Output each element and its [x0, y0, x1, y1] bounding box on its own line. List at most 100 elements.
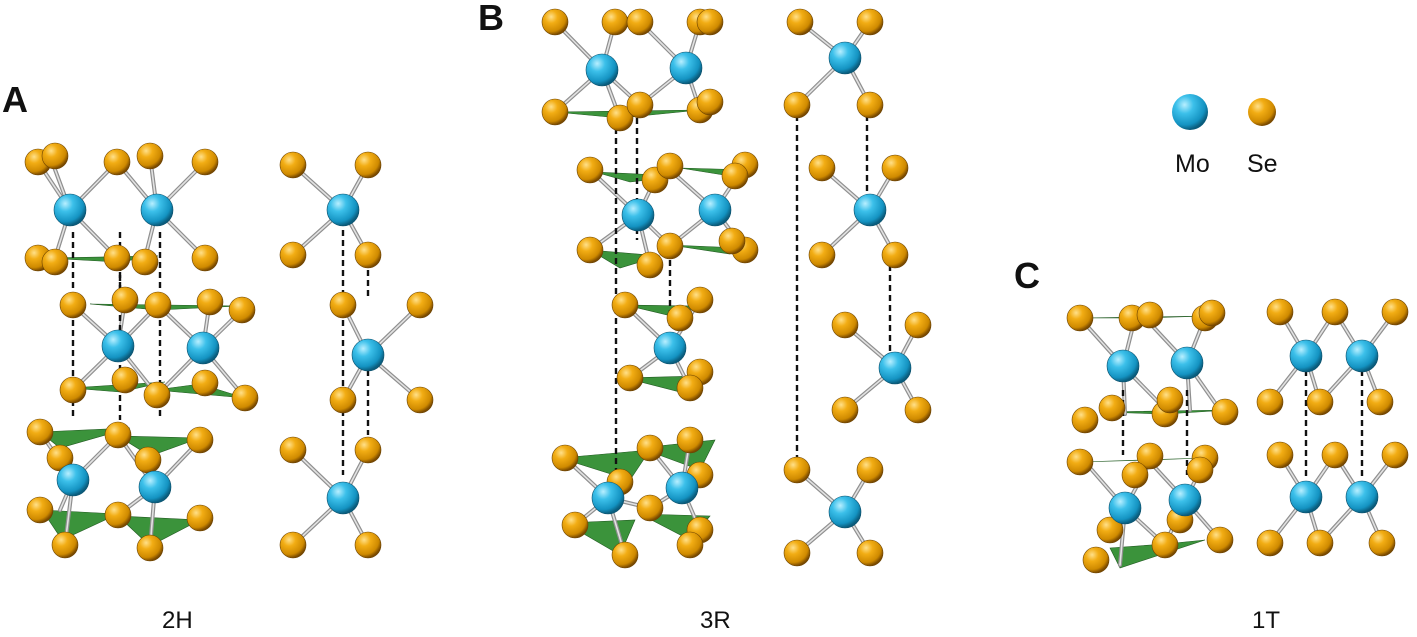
mo-atom-icon	[1345, 339, 1379, 373]
se-atom-icon	[279, 241, 307, 269]
se-atom-icon	[636, 434, 664, 462]
se-atom-icon	[831, 311, 859, 339]
se-atom-icon	[134, 446, 162, 474]
se-atom-icon	[1066, 304, 1094, 332]
mo-atom-icon	[853, 193, 887, 227]
se-atom-icon	[696, 8, 724, 36]
se-atom-icon	[111, 366, 139, 394]
mo-atom-icon	[1108, 491, 1142, 525]
panel-label-a: A	[2, 79, 28, 120]
se-atom-icon	[1071, 406, 1099, 434]
phase-label-2h: 2H	[162, 607, 193, 634]
mo-atom-icon	[591, 481, 625, 515]
se-atom-icon	[144, 291, 172, 319]
se-atom-icon	[783, 91, 811, 119]
se-atom-icon	[191, 148, 219, 176]
se-atom-icon	[881, 154, 909, 182]
se-atom-icon	[1136, 301, 1164, 329]
se-atom-icon	[1368, 529, 1396, 557]
se-atom-icon	[1121, 461, 1149, 489]
se-atom-icon	[354, 151, 382, 179]
phase-labels: 2H 3R 1T	[162, 607, 1280, 634]
mo-atom-icon	[585, 53, 619, 87]
se-atom-icon	[1266, 298, 1294, 326]
se-atom-icon	[856, 539, 884, 567]
se-atom-icon	[1266, 441, 1294, 469]
se-atom-icon	[1256, 388, 1284, 416]
se-atom-icon	[186, 504, 214, 532]
se-atom-icon	[104, 421, 132, 449]
se-atom-icon	[279, 151, 307, 179]
phase-label-3r: 3R	[700, 607, 731, 634]
se-atom-icon	[329, 386, 357, 414]
mo-atom-icon	[669, 51, 703, 85]
se-atom-icon	[1381, 441, 1409, 469]
se-atom-icon	[904, 311, 932, 339]
se-atom-icon	[808, 154, 836, 182]
se-atom-icon	[856, 456, 884, 484]
se-atom-icon	[656, 152, 684, 180]
se-atom-icon	[354, 531, 382, 559]
mo-atom-icon	[186, 331, 220, 365]
se-atom-icon	[676, 374, 704, 402]
se-atom-icon	[1066, 448, 1094, 476]
se-atom-icon	[831, 396, 859, 424]
se-atom-icon	[143, 381, 171, 409]
se-atom-icon	[196, 288, 224, 316]
se-atom-icon	[354, 436, 382, 464]
mo-legend-icon	[1172, 94, 1208, 130]
se-atom-icon	[1211, 398, 1239, 426]
se-atom-icon	[103, 148, 131, 176]
se-atom-icon	[329, 291, 357, 319]
mo-atom-icon	[1345, 480, 1379, 514]
se-atom-icon	[131, 248, 159, 276]
se-atom-icon	[636, 251, 664, 279]
mo-atom-icon	[53, 193, 87, 227]
atoms	[24, 8, 1409, 574]
se-atom-icon	[783, 539, 811, 567]
se-atom-icon	[354, 241, 382, 269]
coordination-planes	[39, 109, 1231, 569]
se-atom-icon	[1136, 442, 1164, 470]
se-atom-icon	[104, 501, 132, 529]
se-atom-icon	[721, 162, 749, 190]
se-atom-icon	[616, 364, 644, 392]
mo-atom-icon	[828, 495, 862, 529]
se-atom-icon	[406, 386, 434, 414]
se-atom-icon	[191, 369, 219, 397]
se-atom-icon	[26, 418, 54, 446]
se-atom-icon	[696, 88, 724, 116]
se-atom-icon	[808, 241, 836, 269]
se-atom-icon	[41, 248, 69, 276]
se-atom-icon	[1381, 298, 1409, 326]
se-atom-icon	[111, 286, 139, 314]
se-atom-icon	[1206, 526, 1234, 554]
se-atom-icon	[783, 456, 811, 484]
coordination-plane	[117, 515, 202, 547]
mo-atom-icon	[351, 338, 385, 372]
se-atom-icon	[231, 384, 259, 412]
se-atom-icon	[1366, 388, 1394, 416]
se-atom-icon	[666, 304, 694, 332]
se-atom-icon	[626, 8, 654, 36]
mo-atom-icon	[326, 481, 360, 515]
se-atom-icon	[186, 426, 214, 454]
se-atom-icon	[606, 104, 634, 132]
panel-labels: A B C	[2, 0, 1040, 296]
se-atom-icon	[576, 236, 604, 264]
se-atom-icon	[881, 241, 909, 269]
mo-atom-icon	[621, 198, 655, 232]
se-atom-icon	[686, 286, 714, 314]
mo-atom-icon	[1289, 339, 1323, 373]
se-atom-icon	[576, 156, 604, 184]
mo-atom-icon	[140, 193, 174, 227]
se-atom-icon	[191, 244, 219, 272]
se-atom-icon	[279, 436, 307, 464]
se-atom-icon	[718, 227, 746, 255]
se-atom-icon	[626, 91, 654, 119]
se-atom-icon	[561, 511, 589, 539]
se-atom-icon	[1096, 516, 1124, 544]
mo-atom-icon	[1168, 483, 1202, 517]
mo-atom-icon	[828, 41, 862, 75]
